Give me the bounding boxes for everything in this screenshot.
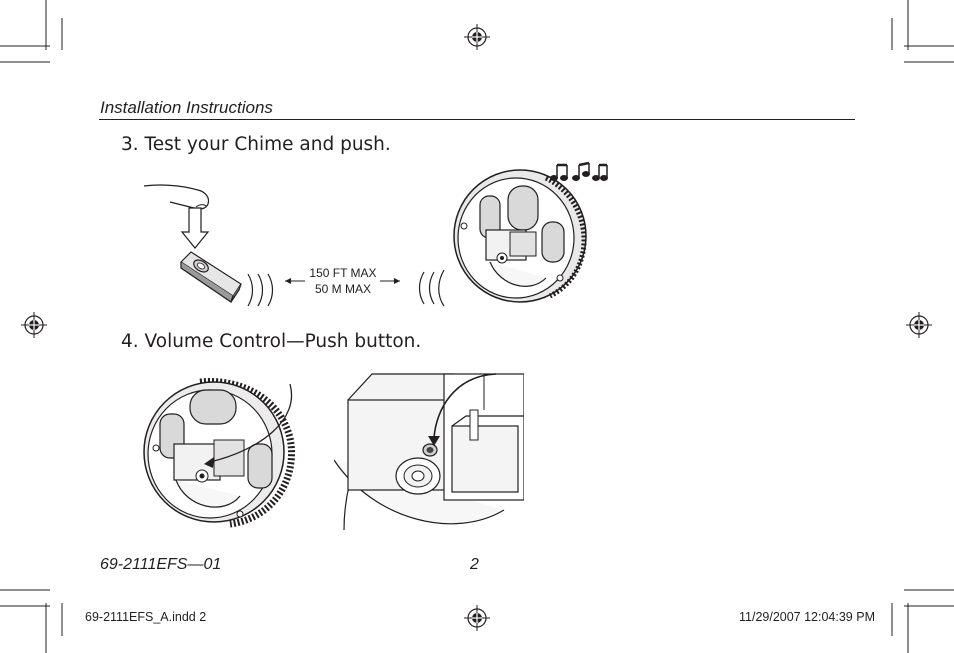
volume-button-closeup xyxy=(334,373,524,530)
registration-target-bottom xyxy=(464,605,490,631)
registration-target-top xyxy=(464,24,490,50)
document-number: 69-2111EFS—01 xyxy=(100,556,222,573)
range-arrows xyxy=(285,278,400,284)
registration-target-left xyxy=(21,312,47,338)
music-notes-icon xyxy=(550,161,608,181)
push-arrow-icon xyxy=(180,207,210,249)
section-header: Installation Instructions xyxy=(100,98,273,117)
range-label-feet: 150 FT MAX xyxy=(309,266,377,280)
print-slug-date: 11/29/2007 12:04:39 PM xyxy=(739,610,875,624)
step-3-heading: 3. Test your Chime and push. xyxy=(121,134,391,155)
chime-interior xyxy=(143,378,295,528)
signal-waves-icon xyxy=(418,269,445,307)
range-label-meters: 50 M MAX xyxy=(314,282,371,296)
print-slug-file: 69-2111EFS_A.indd 2 xyxy=(85,610,207,624)
page-number: 2 xyxy=(470,556,479,573)
signal-waves-icon xyxy=(247,273,274,307)
push-button-transmitter xyxy=(180,251,242,303)
chime-unit xyxy=(453,169,587,303)
pointer-arrow-icon xyxy=(204,383,293,468)
step-4-heading: 4. Volume Control—Push button. xyxy=(121,331,422,352)
registration-target-right xyxy=(906,312,932,338)
header-rule xyxy=(99,119,855,120)
